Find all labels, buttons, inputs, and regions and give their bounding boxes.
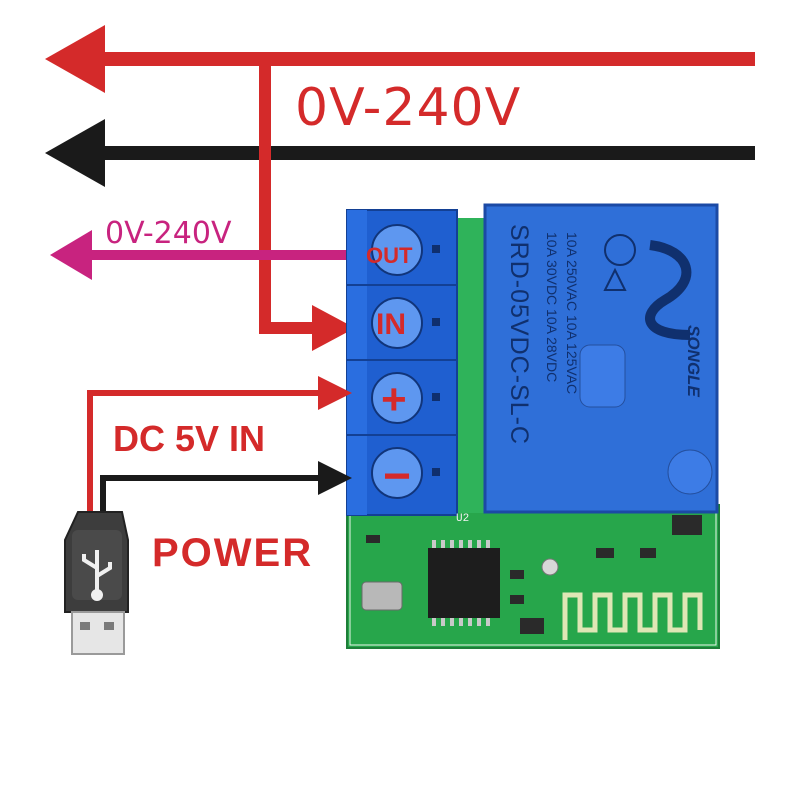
screw-plus — [371, 372, 423, 424]
neutral-line-black-arrow — [45, 119, 755, 187]
output-voltage-label: 0V-240V — [105, 216, 232, 251]
dc-minus-wire — [100, 461, 352, 520]
relay-rating-line-2: 10A 30VDC 10A 28VDC — [544, 232, 560, 383]
relay — [483, 203, 719, 514]
dc-input-label: DC 5V IN — [113, 418, 266, 459]
pcb-board — [346, 504, 720, 649]
mains-to-in-wire — [259, 62, 355, 351]
terminal-minus-label: − — [383, 450, 412, 503]
dc-plus-wire — [87, 376, 352, 520]
relay-model: SRD-05VDC-SL-C — [505, 224, 533, 445]
screw-terminal-block — [346, 209, 458, 516]
mains-line-red-arrow — [45, 25, 755, 93]
terminal-plus-label: + — [381, 375, 407, 424]
screw-minus — [371, 447, 423, 499]
usb-symbol-icon — [82, 550, 112, 601]
screw-out — [371, 224, 423, 276]
power-label: POWER — [152, 531, 314, 575]
usb-plug-icon — [64, 511, 129, 655]
terminal-out-label: OUT — [366, 243, 413, 268]
terminal-in-label: IN — [376, 308, 406, 341]
relay-rating-line-1: 10A 250VAC 10A 125VAC — [564, 232, 580, 395]
output-line-pink-arrow — [50, 230, 355, 280]
screw-in — [371, 297, 423, 349]
pcb-chip-label: U2 — [456, 513, 470, 525]
relay-brand: SONGLE — [684, 325, 703, 397]
mains-voltage-label: 0V-240V — [295, 78, 522, 138]
